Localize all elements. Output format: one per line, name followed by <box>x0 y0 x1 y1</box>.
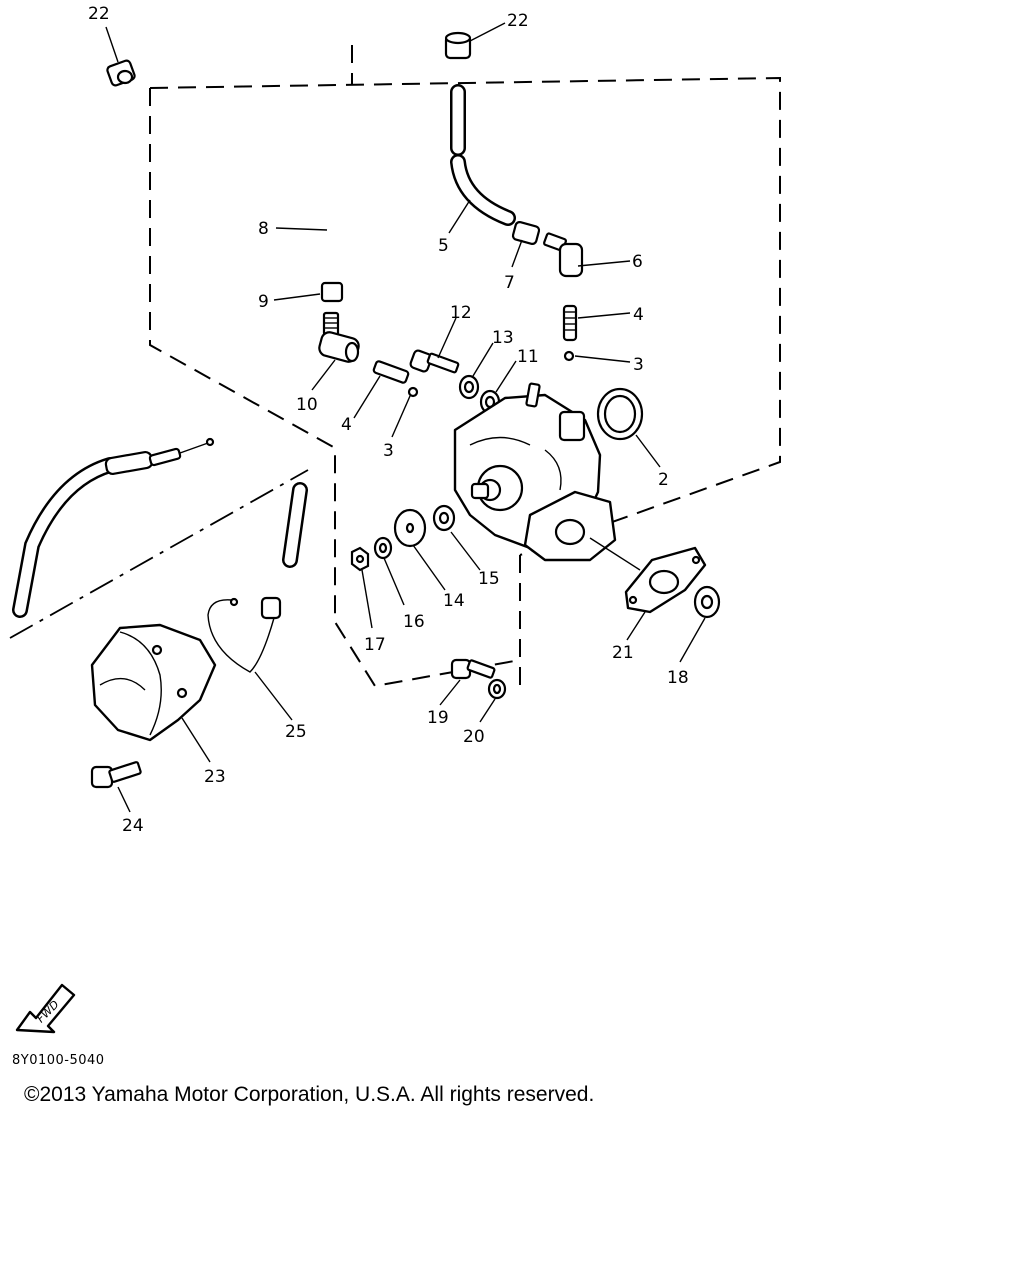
part-19-bolt <box>450 658 496 680</box>
part-25-sensor-lead <box>207 482 308 673</box>
fwd-arrow-icon: FWD <box>15 983 76 1034</box>
callout-5: 5 <box>438 236 449 256</box>
callout-22-top: 22 <box>507 11 529 31</box>
part-17-nut <box>350 546 370 572</box>
part-15-washer <box>432 504 456 532</box>
callout-19: 19 <box>427 708 449 728</box>
callout-3-right: 3 <box>633 355 644 375</box>
oil-pump-body <box>453 382 617 562</box>
part-7-clamp <box>511 220 541 246</box>
part-10-elbow-fitting <box>318 311 360 363</box>
callout-numbers: 22 22 8 5 7 6 9 12 13 11 4 3 10 4 3 2 15… <box>88 4 689 836</box>
callout-14: 14 <box>443 591 465 611</box>
part-8-hose <box>156 96 338 274</box>
part-22-left-cap <box>106 59 136 87</box>
part-24-bolt <box>90 761 142 789</box>
leader-lines <box>105 22 706 813</box>
diagram-code: 8Y0100-5040 <box>12 1053 105 1068</box>
part-23-cover <box>90 623 217 742</box>
callout-11: 11 <box>517 347 539 367</box>
callout-4-left: 4 <box>341 415 352 435</box>
callout-24: 24 <box>122 816 144 836</box>
callout-13: 13 <box>492 328 514 348</box>
callout-15: 15 <box>478 569 500 589</box>
part-3-ball-right <box>563 350 575 362</box>
callout-16: 16 <box>403 612 425 632</box>
callout-23: 23 <box>204 767 226 787</box>
part-20-washer <box>487 678 507 700</box>
callout-18: 18 <box>667 668 689 688</box>
part-6-elbow-fitting <box>543 232 584 278</box>
callout-7: 7 <box>504 273 515 293</box>
callout-8: 8 <box>258 219 269 239</box>
part-14-plate <box>393 508 427 548</box>
part-2-oil-seal <box>596 387 644 441</box>
control-cable <box>12 437 215 618</box>
reference-chain-line <box>9 469 309 639</box>
callout-17: 17 <box>364 635 386 655</box>
callout-20: 20 <box>463 727 485 747</box>
callout-21: 21 <box>612 643 634 663</box>
callout-6: 6 <box>632 252 643 272</box>
callout-12: 12 <box>450 303 472 323</box>
part-3-ball-left <box>407 386 419 398</box>
callout-22-left: 22 <box>88 4 110 24</box>
part-9-clamp <box>320 281 344 303</box>
part-12-screw <box>409 349 460 374</box>
callout-10: 10 <box>296 395 318 415</box>
part-22-top-cap <box>444 31 472 60</box>
part-5-hose <box>450 84 516 226</box>
callout-9: 9 <box>258 292 269 312</box>
callout-3-left: 3 <box>383 441 394 461</box>
assembly-boundary <box>149 45 781 690</box>
part-21-gasket <box>624 546 707 614</box>
part-16-washer <box>373 536 393 560</box>
callout-4-right: 4 <box>633 305 644 325</box>
callout-25: 25 <box>285 722 307 742</box>
callout-2: 2 <box>658 470 669 490</box>
part-4-spring-right <box>562 304 578 342</box>
part-4-spring-left <box>372 360 410 384</box>
part-18-washer <box>693 585 721 619</box>
copyright-notice: ©2013 Yamaha Motor Corporation, U.S.A. A… <box>24 1083 594 1106</box>
part-13-washer <box>458 374 480 400</box>
